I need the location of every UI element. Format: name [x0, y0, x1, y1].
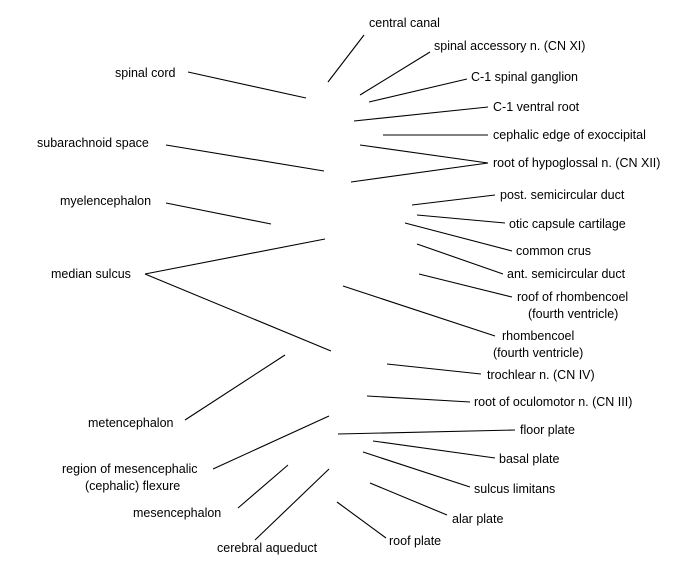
leader-hypoglossal-lower — [350, 162, 489, 183]
leader-c1-spinal-ganglion — [368, 78, 468, 103]
label-rhombencoel-line2: (fourth ventricle) — [493, 346, 583, 360]
label-spinal-cord: spinal cord — [115, 66, 175, 80]
leader-trochlear-n — [386, 363, 482, 375]
leader-central-canal — [327, 34, 365, 83]
leader-mesencephalon — [237, 464, 289, 509]
label-root-oculomotor-n: root of oculomotor n. (CN III) — [474, 395, 632, 409]
leader-myelencephalon — [165, 202, 272, 225]
label-common-crus: common crus — [516, 244, 591, 258]
label-mesencephalon: mesencephalon — [133, 506, 221, 520]
leader-otic-capsule-cartilage — [416, 214, 506, 224]
label-metencephalon: metencephalon — [88, 416, 174, 430]
leader-hypoglossal-upper — [359, 144, 489, 164]
label-cerebral-aqueduct: cerebral aqueduct — [217, 541, 318, 555]
leader-ant-semicircular-duct — [416, 243, 504, 275]
label-central-canal: central canal — [369, 16, 440, 30]
leader-c1-ventral-root — [353, 106, 489, 122]
leader-lines — [144, 34, 516, 541]
label-trochlear-n: trochlear n. (CN IV) — [487, 368, 595, 382]
label-spinal-accessory-n: spinal accessory n. (CN XI) — [434, 39, 585, 53]
leader-post-semicircular-duct — [411, 194, 496, 206]
label-rhombencoel-line1: rhombencoel — [502, 329, 574, 343]
label-subarachnoid-space: subarachnoid space — [37, 136, 149, 150]
leader-root-oculomotor-n — [366, 395, 471, 403]
label-roof-plate: roof plate — [389, 534, 441, 548]
leader-floor-plate — [337, 429, 516, 435]
labels: central canal spinal accessory n. (CN XI… — [37, 16, 660, 555]
leader-roof-plate — [336, 501, 387, 539]
leader-rhombencoel — [342, 285, 496, 337]
leader-sulcus-limitans — [362, 451, 471, 488]
leader-common-crus — [404, 222, 513, 252]
leader-median-sulcus-upper — [144, 238, 326, 275]
leader-alar-plate — [369, 482, 448, 516]
label-median-sulcus: median sulcus — [51, 267, 131, 281]
leader-roof-rhombencoel — [418, 273, 513, 298]
label-ant-semicircular-duct: ant. semicircular duct — [507, 267, 626, 281]
label-post-semicircular-duct: post. semicircular duct — [500, 188, 625, 202]
leader-cerebral-aqueduct — [254, 468, 330, 541]
label-otic-capsule-cartilage: otic capsule cartilage — [509, 217, 626, 231]
label-alar-plate: alar plate — [452, 512, 503, 526]
label-cephalic-edge-exoccipital: cephalic edge of exoccipital — [493, 128, 646, 142]
label-basal-plate: basal plate — [499, 452, 560, 466]
leader-region-mesencephalic — [212, 415, 330, 470]
label-sulcus-limitans: sulcus limitans — [474, 482, 555, 496]
leader-subarachnoid-space — [165, 144, 325, 172]
label-roof-rhombencoel-line1: roof of rhombencoel — [517, 290, 628, 304]
label-roof-rhombencoel-line2: (fourth ventricle) — [528, 307, 618, 321]
leader-basal-plate — [372, 440, 496, 459]
label-myelencephalon: myelencephalon — [60, 194, 151, 208]
label-region-mesencephalic-line2: (cephalic) flexure — [85, 479, 180, 493]
leader-metencephalon — [184, 354, 286, 421]
label-floor-plate: floor plate — [520, 423, 575, 437]
label-root-hypoglossal-n: root of hypoglossal n. (CN XII) — [493, 156, 660, 170]
label-region-mesencephalic-line1: region of mesencephalic — [62, 462, 198, 476]
label-c1-spinal-ganglion: C-1 spinal ganglion — [471, 70, 578, 84]
leader-median-sulcus-lower — [144, 273, 332, 352]
label-c1-ventral-root: C-1 ventral root — [493, 100, 580, 114]
leader-spinal-accessory-n — [359, 51, 431, 96]
leader-spinal-cord — [187, 71, 307, 99]
